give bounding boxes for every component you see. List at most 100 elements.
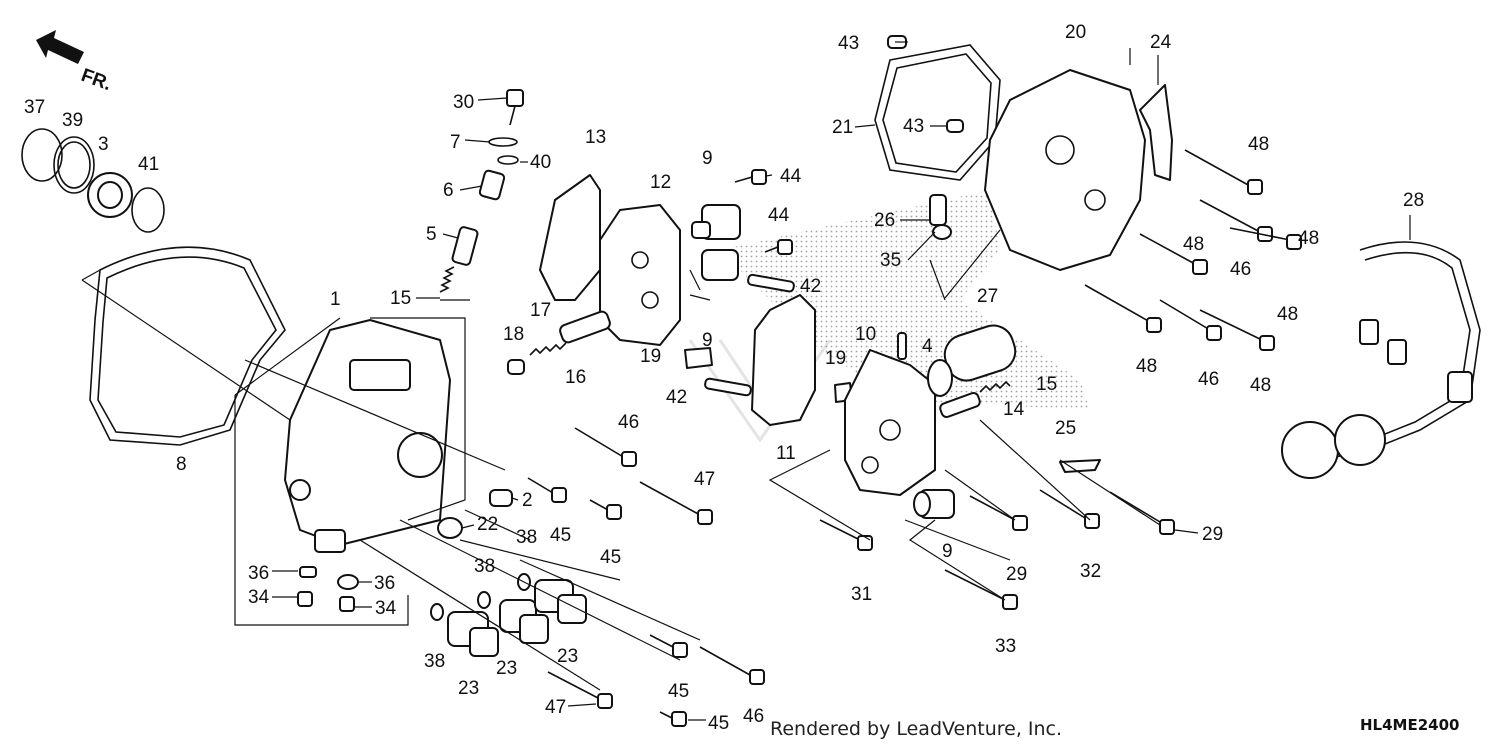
callout-9a: 9: [702, 148, 713, 169]
pin-42b: [704, 377, 752, 397]
callout-48d: 48: [1136, 356, 1157, 377]
direction-label: FR.: [78, 65, 114, 95]
callout-33: 33: [995, 636, 1016, 657]
sleeve-6: [478, 169, 506, 201]
callout-38b: 38: [474, 556, 495, 577]
washer-36b: [337, 574, 359, 590]
valve-16: [559, 310, 611, 344]
callout-18: 18: [503, 324, 524, 345]
callout-9b: 9: [702, 330, 713, 351]
footer-credit: Rendered by LeadVenture, Inc.: [770, 718, 1063, 740]
callout-38c: 38: [516, 527, 537, 548]
callout-19a: 19: [640, 346, 661, 367]
cover-20: [984, 69, 1146, 271]
solenoid-9a: [691, 204, 741, 240]
callout-3: 3: [98, 134, 109, 155]
callout-29b: 29: [1202, 524, 1223, 545]
washer-38a: [430, 603, 444, 621]
callout-13: 13: [585, 127, 606, 148]
switch-23c: [534, 579, 587, 624]
callout-9c: 9: [942, 541, 953, 562]
side-cover-1: [284, 319, 451, 553]
bolt-44a: [734, 169, 767, 185]
callout-48e: 48: [1250, 375, 1271, 396]
callout-39: 39: [62, 110, 83, 131]
callout-47b: 47: [545, 697, 566, 718]
callout-48c: 48: [1277, 304, 1298, 325]
valve-body-12: [599, 204, 681, 346]
callout-22: 22: [477, 514, 498, 535]
switch-23b: [499, 599, 549, 644]
long-bolts: [527, 149, 1302, 727]
callout-15a: 15: [390, 288, 411, 309]
callout-32: 32: [1080, 561, 1101, 582]
callout-48b: 48: [1298, 228, 1319, 249]
callout-30: 30: [453, 92, 474, 113]
dowel-43b: [946, 119, 964, 133]
valve-5: [451, 226, 479, 266]
callout-43a: 43: [838, 33, 859, 54]
o-ring-7: [488, 137, 518, 147]
callout-5: 5: [426, 224, 437, 245]
callout-8: 8: [176, 454, 187, 475]
callout-48f: 48: [1183, 234, 1204, 255]
seal-22: [437, 517, 463, 539]
group-box-left: [234, 317, 466, 626]
o-ring-41: [131, 187, 165, 233]
filter-19a: [684, 347, 713, 369]
solenoid-9c: [913, 489, 955, 519]
callout-10: 10: [855, 324, 876, 345]
callout-45d: 45: [708, 713, 729, 734]
switch-23a: [447, 611, 499, 657]
callout-14: 14: [1003, 399, 1025, 420]
pin-42a: [747, 273, 795, 293]
callout-45c: 45: [668, 681, 689, 702]
callout-34a: 34: [248, 587, 270, 608]
callout-42a: 42: [800, 276, 821, 297]
callout-46b: 46: [743, 706, 764, 727]
washer-38b: [477, 591, 491, 609]
o-ring-40: [497, 155, 519, 165]
callout-11: 11: [776, 443, 796, 464]
callout-20: 20: [1065, 22, 1086, 43]
callout-26: 26: [874, 210, 895, 231]
callout-44b: 44: [768, 205, 790, 226]
callout-45a: 45: [550, 525, 571, 546]
callout-15b: 15: [1036, 374, 1057, 395]
callout-46c: 46: [1230, 259, 1251, 280]
solenoid-27: [927, 324, 1017, 397]
callout-44a: 44: [780, 166, 802, 187]
washer-35: [932, 224, 952, 240]
callout-23a: 23: [458, 678, 479, 699]
spring-17: [529, 342, 567, 356]
callout-47a: 47: [694, 469, 715, 490]
spring-15b: [979, 380, 1011, 393]
callout-45b: 45: [600, 547, 621, 568]
callout-46a: 46: [618, 412, 639, 433]
callout-40: 40: [530, 152, 551, 173]
callout-25: 25: [1055, 418, 1076, 439]
callout-24: 24: [1150, 32, 1172, 53]
snap-ring-37: [21, 128, 63, 182]
callout-34b: 34: [375, 598, 397, 619]
callout-27: 27: [977, 286, 998, 307]
bolt-34a: [297, 591, 313, 607]
callout-1: 1: [330, 289, 341, 310]
callouts: 1 2 3 4 5 6 7 8 9 9 9 10 11 12 13 14 15 …: [24, 22, 1424, 734]
callout-38a: 38: [424, 651, 445, 672]
spring-15a: [439, 266, 455, 293]
callout-23c: 23: [557, 646, 578, 667]
gasket-8: [89, 246, 286, 446]
bracket-24: [1139, 84, 1173, 181]
separator-plate-13: [539, 174, 601, 301]
bushing-3: [87, 172, 133, 218]
callout-2: 2: [522, 490, 533, 511]
callout-29a: 29: [1006, 564, 1027, 585]
pin-4: [897, 332, 907, 360]
callout-37: 37: [24, 97, 45, 118]
o-ring-39: [53, 136, 95, 194]
callout-23b: 23: [496, 658, 517, 679]
callout-7: 7: [450, 132, 461, 153]
callout-16: 16: [565, 367, 586, 388]
callout-17: 17: [530, 300, 551, 321]
